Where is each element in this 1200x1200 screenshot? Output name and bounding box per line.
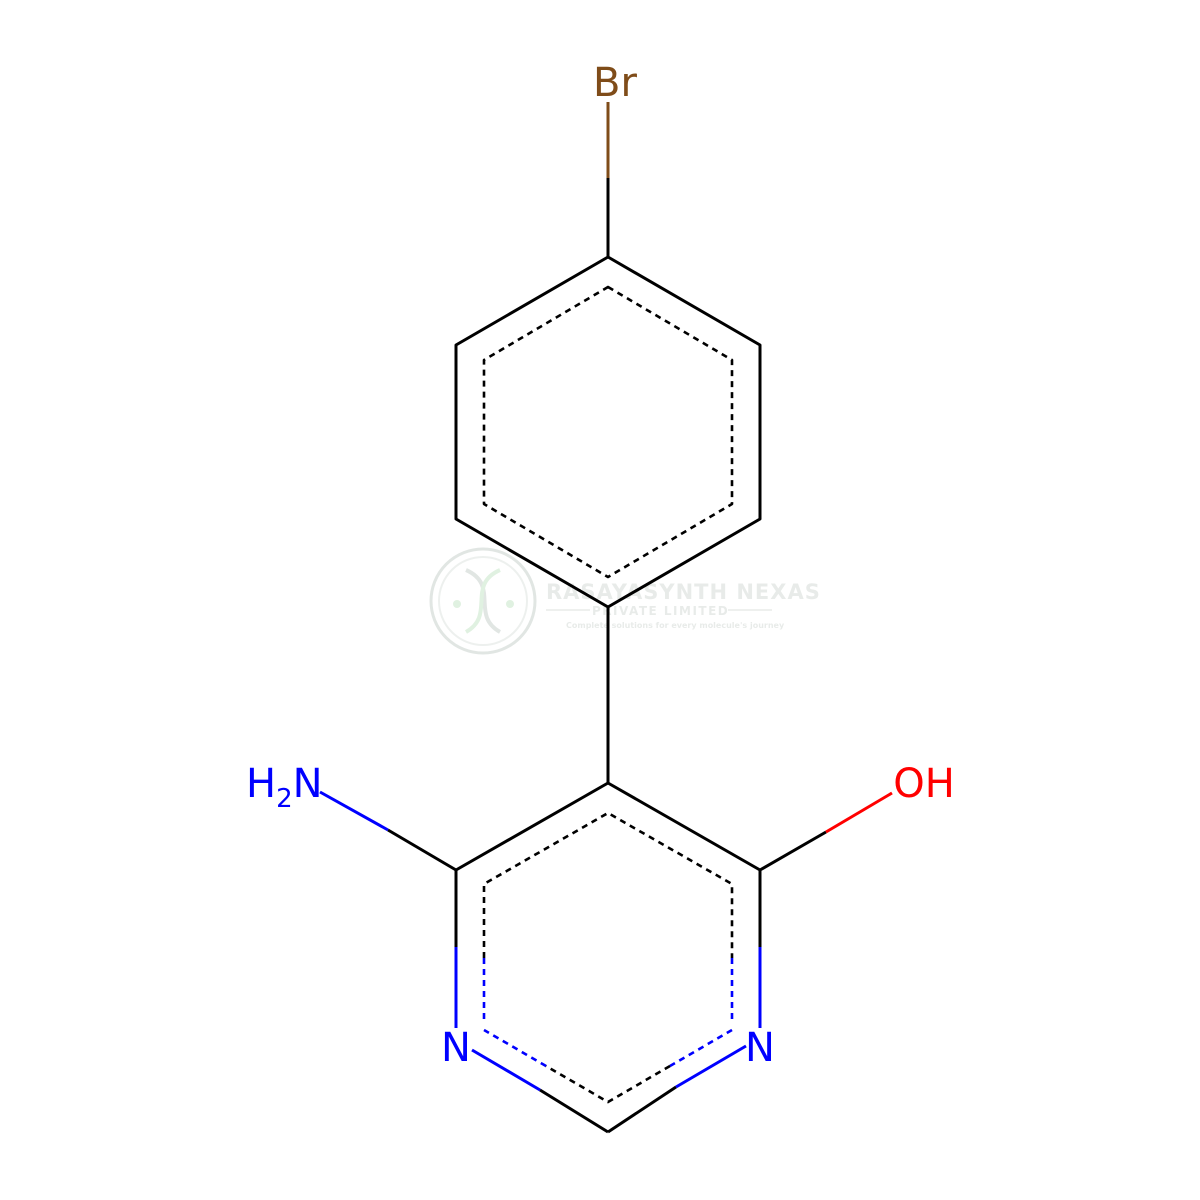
atom-label-bromine: Br xyxy=(593,60,637,106)
benzene-ring xyxy=(454,255,762,609)
amine-hydrogen: H xyxy=(246,761,276,807)
bond-c-oh xyxy=(759,791,893,872)
watermark-logo-icon xyxy=(429,547,537,655)
amine-nitrogen: N xyxy=(293,761,323,807)
atom-label-ring-n-right: N xyxy=(745,1025,775,1071)
watermark-tagline: Complete solutions for every molecule's … xyxy=(566,621,785,630)
watermark: RASAYASYNTH NEXAS PRIVATE LIMITED Comple… xyxy=(429,547,821,655)
atom-label-hydroxyl: OH xyxy=(893,761,955,807)
pyrimidine-ring xyxy=(454,781,762,1134)
watermark-company-type: PRIVATE LIMITED xyxy=(592,604,729,618)
amine-subscript: 2 xyxy=(276,784,293,814)
watermark-company: RASAYASYNTH NEXAS xyxy=(546,580,821,604)
pyrimidine-aromatic-dashes xyxy=(482,811,734,1104)
atom-label-amine: H2N xyxy=(246,761,323,814)
bond-c-nh2 xyxy=(319,790,457,872)
atom-label-ring-n-left: N xyxy=(441,1025,471,1071)
